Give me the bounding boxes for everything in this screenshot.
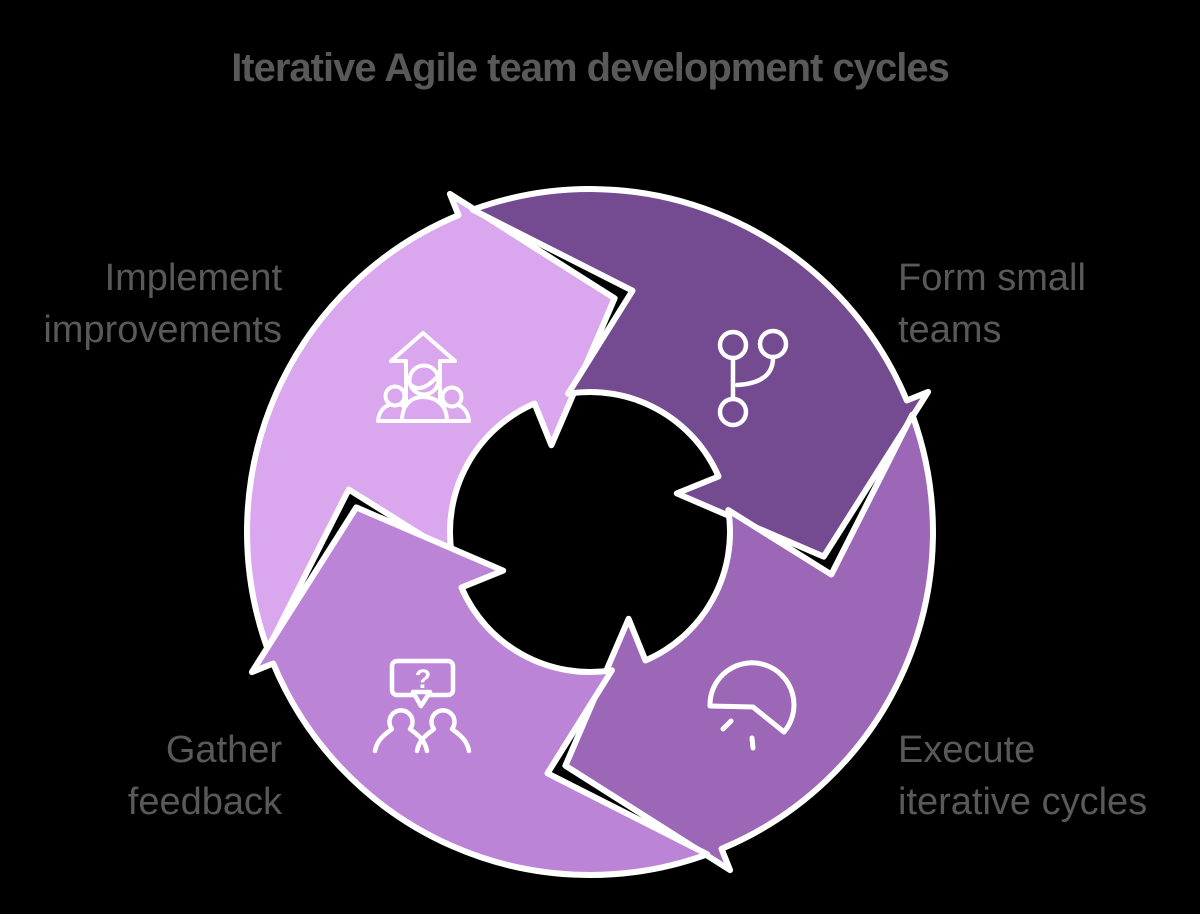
team-growth-icon: [376, 331, 471, 423]
label-gather-feedback: Gather feedback: [127, 729, 282, 823]
label-form-small-teams: Form small teams: [898, 257, 1086, 351]
question-discussion-icon: ?: [372, 658, 472, 754]
label-execute-iterative-cycles: Execute iterative cycles: [898, 729, 1148, 823]
label-implement-improvements: Implement improvements: [43, 257, 282, 351]
diagram-title: Iterative Agile team development cycles: [231, 46, 950, 90]
question-mark-glyph: ?: [415, 664, 432, 694]
gauge-icon: [707, 660, 797, 751]
git-branch-icon: [717, 328, 789, 428]
